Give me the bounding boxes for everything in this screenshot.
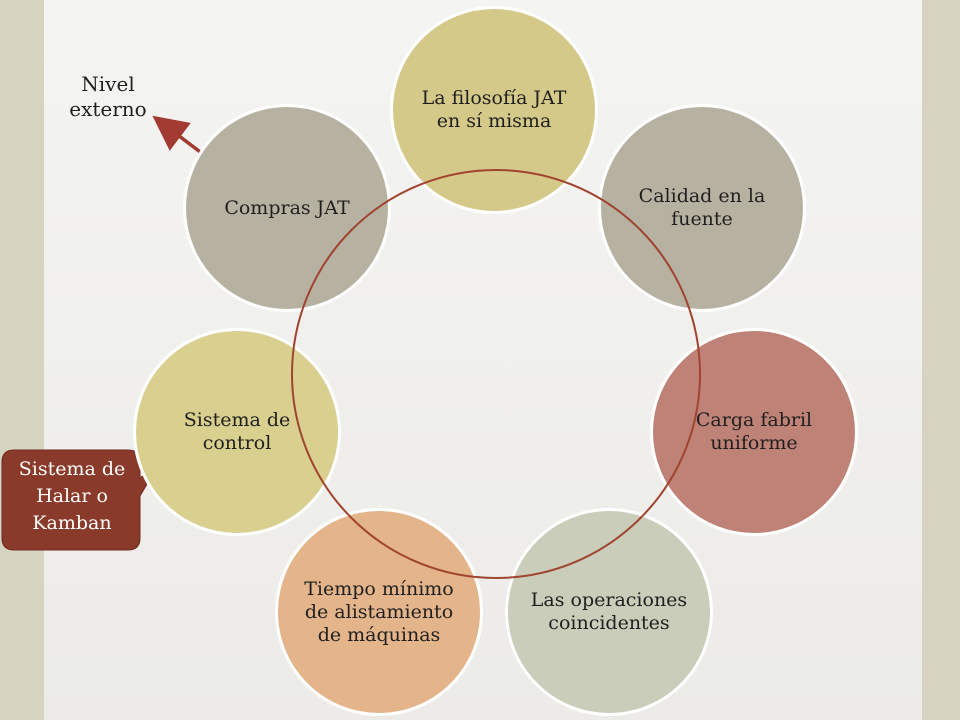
- node-operaciones-coincidentes: Las operaciones coincidentes: [505, 508, 713, 716]
- node-tiempo-alistamiento: Tiempo mínimo de alistamiento de máquina…: [275, 508, 483, 716]
- node-label: Calidad en la fuente: [638, 185, 766, 230]
- node-carga-fabril: Carga fabril uniforme: [650, 328, 858, 536]
- node-label: Las operaciones coincidentes: [530, 589, 688, 634]
- node-label: Sistema de control: [183, 409, 291, 454]
- node-label: Compras JAT: [224, 196, 350, 219]
- node-label: Tiempo mínimo de alistamiento de máquina…: [304, 577, 454, 646]
- external-level-label: Nivel externo: [69, 72, 147, 121]
- node-calidad-fuente: Calidad en la fuente: [598, 104, 806, 312]
- node-filosofia-jat: La filosofía JAT en sí misma: [390, 6, 598, 214]
- node-label: La filosofía JAT en sí misma: [421, 87, 567, 132]
- node-compras-jat: Compras JAT: [183, 104, 391, 312]
- node-label: Carga fabril uniforme: [695, 409, 813, 454]
- node-sistema-control: Sistema de control: [133, 328, 341, 536]
- kamban-callout-label: Sistema de Halar o Kamban: [18, 458, 126, 534]
